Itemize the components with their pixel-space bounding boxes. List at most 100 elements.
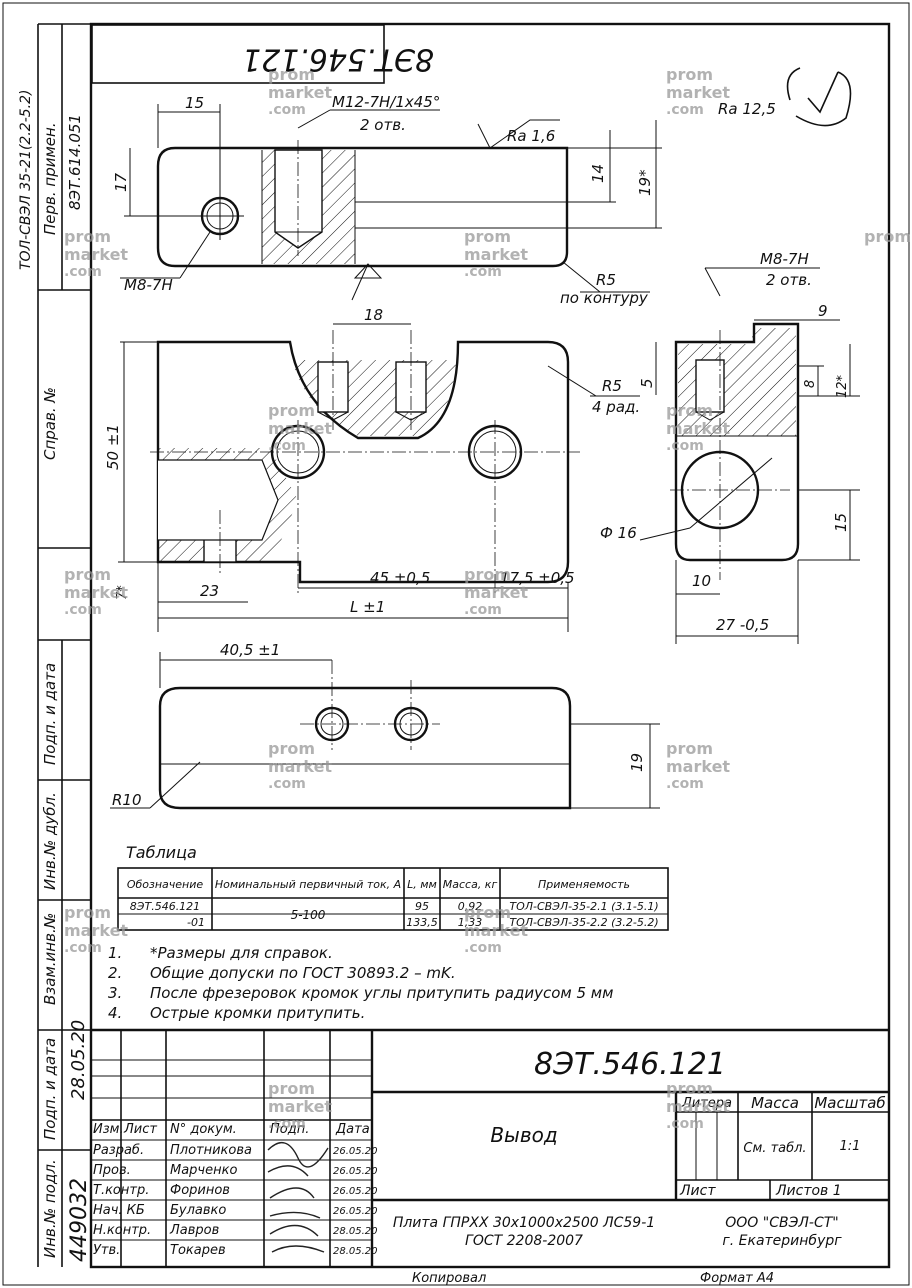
tb-role-3: Нач. КБ	[93, 1203, 145, 1218]
tb-col-izm: Изм.	[93, 1122, 124, 1137]
tb-listov-label: Листов 1	[775, 1183, 842, 1199]
table-header-3: Масса, кг	[443, 878, 498, 891]
svg-text:.com: .com	[268, 776, 306, 792]
tb-person-1: Марченко	[170, 1163, 237, 1178]
svg-text:market: market	[268, 757, 332, 776]
table-cell-1-2: 133,5	[406, 916, 438, 929]
tb-col-data: Дата	[335, 1122, 370, 1137]
note-num-3: 3.	[108, 984, 122, 1002]
drawing-frame	[89, 22, 891, 1269]
side-stamp: ТОЛ-СВЭЛ 35-21(2.2-5.2) Перв. примен. 8Э…	[18, 23, 92, 1267]
tb-list-label: Лист	[679, 1183, 716, 1199]
note-num-4: 4.	[108, 1004, 122, 1022]
dim-8: 8	[803, 380, 818, 388]
tb-format: Формат А4	[700, 1271, 774, 1286]
svg-text:prom: prom	[268, 65, 315, 84]
table-cell-1-0: -01	[187, 916, 205, 929]
table-title: Таблица	[126, 843, 197, 862]
tb-person-0: Плотникова	[170, 1143, 252, 1158]
inv-podl-label: Инв.№ подл.	[41, 1159, 59, 1258]
tb-role-0: Разраб.	[93, 1143, 144, 1158]
podp-data-label-2: Подп. и дата	[41, 1038, 59, 1140]
radius-front: R5	[602, 377, 622, 395]
dim-45: 45 ±0,5	[370, 569, 430, 587]
note-num-2: 2.	[108, 964, 122, 982]
dim-27: 27 -0,5	[716, 616, 769, 634]
tb-masshtab-label: Масштаб	[814, 1094, 885, 1112]
dim-L: L ±1	[350, 598, 385, 616]
svg-text:.com: .com	[64, 264, 102, 280]
tb-massa-label: Масса	[751, 1094, 799, 1112]
tb-material-2: ГОСТ 2208-2007	[465, 1233, 583, 1249]
tb-person-5: Токарев	[170, 1243, 226, 1258]
svg-text:prom: prom	[64, 227, 111, 246]
dim-15: 15	[185, 94, 204, 112]
svg-text:market: market	[64, 245, 128, 264]
tb-person-2: Форинов	[170, 1183, 230, 1198]
svg-text:prom: prom	[268, 401, 315, 420]
thread-count: 2 отв.	[360, 116, 406, 134]
table-cell-1-3: 1,33	[458, 916, 483, 929]
radius-top: R5	[596, 271, 616, 289]
radius-count: 4 рад.	[592, 398, 640, 416]
svg-text:prom: prom	[464, 903, 511, 922]
dim-17: 17	[112, 172, 130, 192]
svg-text:.com: .com	[666, 1116, 704, 1132]
table-cell-1-4: ТОЛ-СВЭЛ-35-2.2 (3.2-5.2)	[509, 916, 658, 929]
svg-text:.com: .com	[268, 438, 306, 454]
dim-5: 5	[638, 378, 656, 388]
dim-15-side: 15	[832, 513, 850, 532]
table-cell-0-0: 8ЭТ.546.121	[130, 900, 200, 913]
dim-40-5: 40,5 ±1	[220, 641, 280, 659]
dim-23: 23	[200, 582, 219, 600]
view-bottom: 40,5 ±1 19 R10	[110, 641, 660, 810]
svg-text:.com: .com	[464, 264, 502, 280]
svg-text:.com: .com	[268, 1116, 306, 1132]
tb-material-1: Плита ГПРХХ 30x1000x2500 ЛС59-1	[393, 1215, 655, 1231]
mirrored-designation-box: 8ЭТ.546.121	[91, 24, 434, 84]
svg-text:prom: prom	[268, 739, 315, 758]
svg-text:.com: .com	[464, 602, 502, 618]
dim-7: 7*	[115, 585, 130, 600]
svg-text:market: market	[464, 245, 528, 264]
spec-table: Таблица Обозначение Номинальный первичны…	[117, 843, 669, 931]
tb-org: ООО "СВЭЛ-СТ"	[725, 1215, 838, 1231]
tb-name: Вывод	[490, 1123, 557, 1147]
table-header-4: Применяемость	[538, 878, 630, 891]
svg-text:.com: .com	[666, 438, 704, 454]
tb-role-4: Н.контр.	[93, 1223, 151, 1238]
tb-kopiroval: Копировал	[412, 1271, 486, 1286]
note-text-3: После фрезеровок кромок углы притупить р…	[150, 984, 613, 1002]
svg-text:prom: prom	[864, 227, 911, 246]
perv-primen-label: Перв. примен.	[41, 122, 59, 235]
dim-14: 14	[589, 164, 607, 183]
svg-text:market: market	[64, 921, 128, 940]
tb-massa-value: См. табл.	[743, 1141, 806, 1156]
svg-text:market: market	[268, 83, 332, 102]
svg-text:prom: prom	[64, 565, 111, 584]
dim-18: 18	[364, 306, 383, 324]
view-top: 15 17 M12-7H/1x45° 2 отв. Ra 1,6 14 19* …	[112, 93, 662, 307]
svg-text:market: market	[666, 83, 730, 102]
svg-text:prom: prom	[464, 565, 511, 584]
svg-text:prom: prom	[268, 1079, 315, 1098]
title-block: 8ЭТ.546.121 Вывод Плита ГПРХХ 30x1000x25…	[91, 1028, 889, 1286]
tb-date-1: 26.05.20	[333, 1166, 378, 1177]
svg-text:prom: prom	[666, 1079, 713, 1098]
svg-text:prom: prom	[464, 227, 511, 246]
general-roughness-text: Ra 12,5	[718, 100, 776, 118]
tb-col-dokum: N° докум.	[170, 1122, 237, 1137]
tb-person-4: Лавров	[169, 1223, 219, 1238]
svg-text:.com: .com	[666, 776, 704, 792]
svg-text:market: market	[666, 1097, 730, 1116]
table-cell-0-1: 5-100	[291, 908, 326, 922]
svg-text:.com: .com	[666, 102, 704, 118]
roughness-top: Ra 1,6	[507, 127, 555, 145]
svg-text:.com: .com	[64, 602, 102, 618]
inv-podl-value: 449032	[67, 1178, 92, 1262]
svg-text:market: market	[268, 1097, 332, 1116]
side-note: ТОЛ-СВЭЛ 35-21(2.2-5.2)	[18, 90, 34, 270]
notes: 1. *Размеры для справок. 2. Общие допуск…	[108, 944, 613, 1022]
thread-side: M8-7H	[760, 250, 809, 268]
